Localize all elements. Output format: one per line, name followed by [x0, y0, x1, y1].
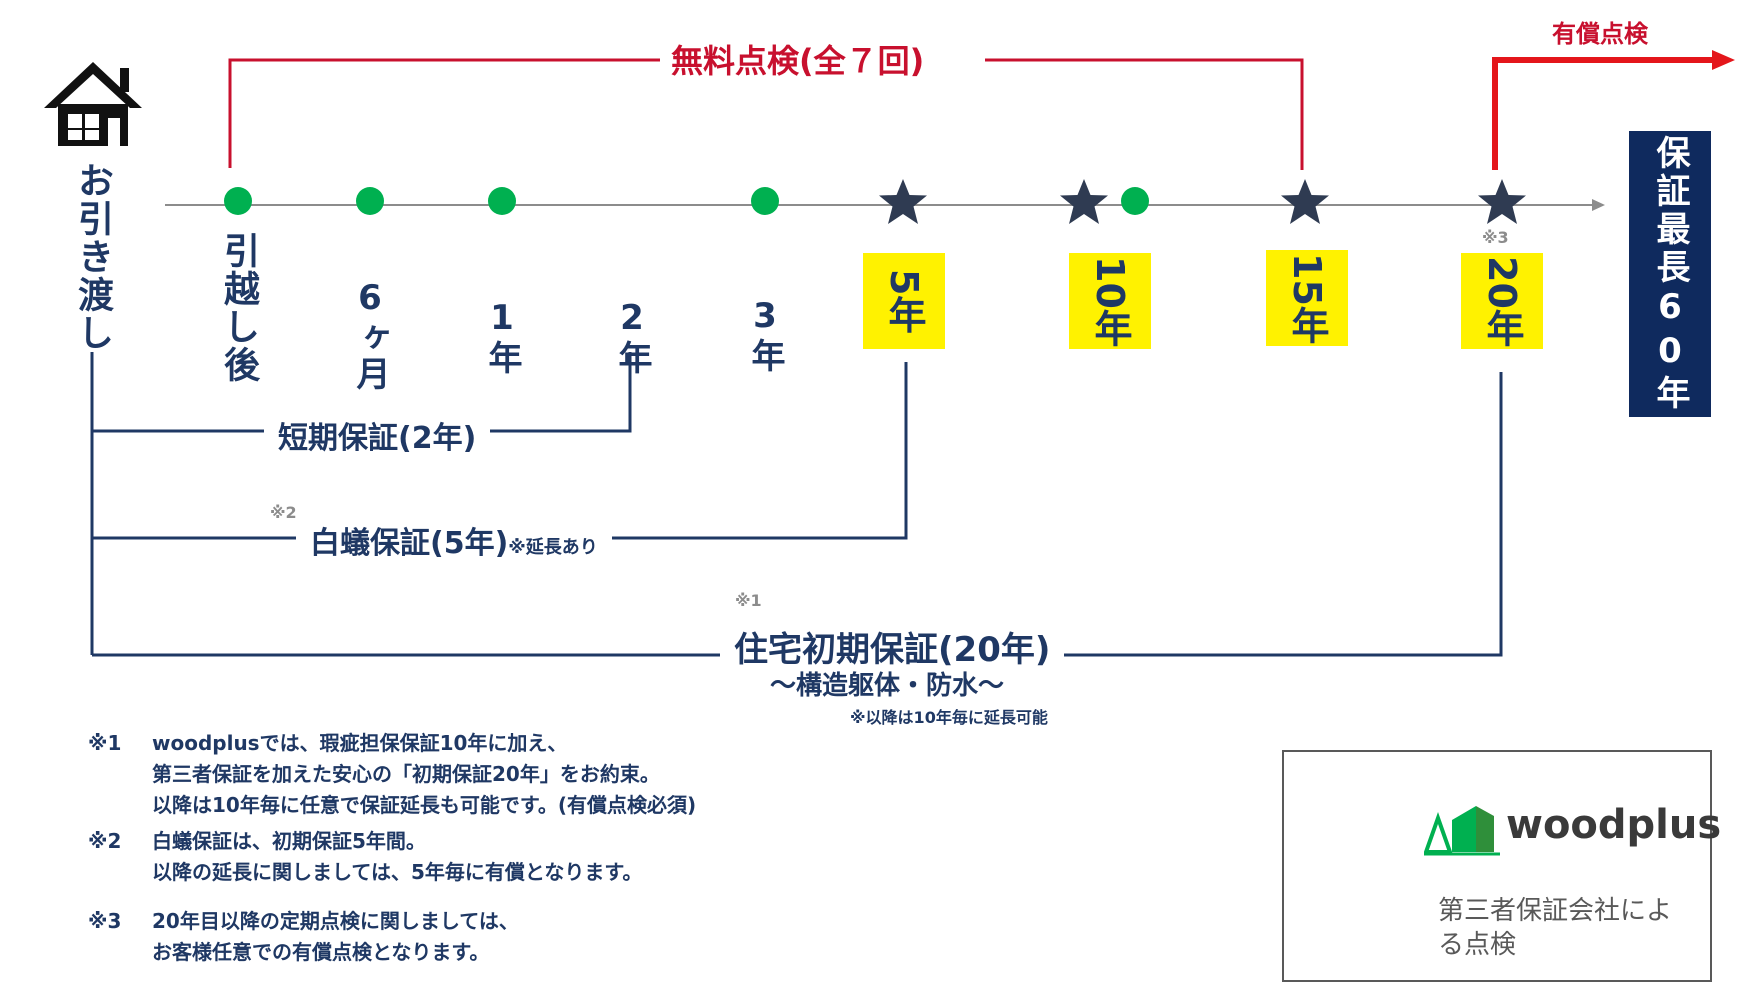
house-icon	[44, 62, 142, 146]
timeline-label-2year-text: 2年	[612, 298, 652, 376]
footnote-1-line-3: 以降は10年毎に任意で保証延長も可能です。(有償点検必須)	[152, 793, 697, 817]
star-icon-20year	[1478, 179, 1526, 224]
initial-warranty-bracket	[92, 372, 1503, 657]
max-warranty-box: 保証最長60年	[1629, 131, 1711, 417]
initial-warranty-mark: ※1	[735, 591, 762, 610]
star-icon-15year	[1281, 179, 1329, 224]
year-box-15: 15年	[1266, 250, 1348, 346]
footnote-3-line-2: お客様任意での有償点検となります。	[152, 940, 490, 964]
footnote-1-line-1: woodplusでは、瑕疵担保保証10年に加え、	[152, 731, 568, 755]
legend-star-label: 第三者保証会社による点検	[1438, 896, 1673, 960]
paid-inspection-label: 有償点検	[1552, 20, 1648, 48]
footnote-2: ※2 白蟻保証は、初期保証5年間。 以降の延長に関しましては、5年毎に有償となり…	[88, 826, 642, 888]
footnote-2-mark: ※2	[88, 829, 122, 853]
year-box-5-text: 5年	[882, 268, 926, 334]
legend-box: woodplus 第三者保証会社による点検	[1282, 750, 1721, 982]
short-warranty-label: 短期保証(2年)	[264, 413, 491, 457]
year-box-15-text: 15年	[1285, 252, 1329, 344]
free-inspection-label: 無料点検(全７回)	[665, 36, 931, 82]
timeline-label-3year-text: 3年	[745, 296, 785, 374]
year-box-20-text: 20年	[1480, 255, 1524, 347]
footnote-1: ※1 woodplusでは、瑕疵担保保証10年に加え、 第三者保証を加えた安心の…	[88, 728, 696, 821]
inspection-dot-3year	[751, 187, 779, 215]
free-inspection-bracket	[228, 58, 660, 168]
footnote-1-line-2: 第三者保証を加えた安心の「初期保証20年」をお約束。	[152, 762, 660, 786]
year-box-10-text: 10年	[1088, 255, 1132, 347]
initial-warranty-label: 住宅初期保証(20年)	[720, 622, 1065, 671]
footnote-1-mark: ※1	[88, 731, 122, 755]
timeline-label-2year: 2年	[592, 260, 672, 384]
termite-warranty-bracket	[92, 362, 908, 540]
year-box-10: 10年	[1069, 253, 1151, 349]
woodplus-logo-icon	[1424, 806, 1500, 856]
paid-inspection-arrowhead	[1712, 50, 1735, 70]
footnote-3: ※3 20年目以降の定期点検に関しましては、 お客様任意での有償点検となります。	[88, 906, 519, 968]
timeline-label-6month-text: 6ヶ月	[350, 278, 390, 392]
termite-warranty-note: ※延長あり	[508, 537, 598, 558]
termite-warranty-title: 白蟻保証(5年)	[310, 526, 509, 561]
inspection-dot-10year	[1121, 187, 1149, 215]
year-box-20: 20年	[1461, 253, 1543, 349]
initial-warranty-sub: 〜構造躯体・防水〜	[770, 671, 1005, 701]
timeline-arrowhead	[1592, 199, 1605, 211]
star-20-note: ※3	[1482, 228, 1509, 247]
termite-warranty-label: 白蟻保証(5年)※延長あり	[296, 518, 612, 562]
timeline-label-1year-text: 1年	[482, 298, 522, 376]
max-warranty-label: 保証最長60年	[1650, 135, 1690, 413]
star-icon-10year	[1060, 179, 1108, 224]
legend-brand: woodplus	[1506, 802, 1722, 848]
inspection-dot-move-in	[224, 187, 252, 215]
footnote-3-line-1: 20年目以降の定期点検に関しましては、	[152, 909, 519, 933]
handover-label: お引き渡し	[72, 162, 113, 352]
timeline-label-3year: 3年	[725, 258, 805, 382]
year-box-5: 5年	[863, 253, 945, 349]
footnote-2-line-2: 以降の延長に関しましては、5年毎に有償となります。	[152, 860, 643, 884]
timeline-label-1year: 1年	[462, 260, 542, 384]
paid-inspection-arrow	[1492, 57, 1715, 170]
free-inspection-bracket-right	[985, 58, 1304, 170]
timeline-label-move-in: 引越し後	[218, 232, 259, 384]
footnote-3-mark: ※3	[88, 909, 122, 933]
footnote-2-line-1: 白蟻保証は、初期保証5年間。	[152, 829, 426, 853]
inspection-dot-6month	[356, 187, 384, 215]
termite-warranty-mark: ※2	[270, 503, 297, 522]
star-icon-5year	[879, 179, 927, 224]
timeline-label-6month: 6ヶ月	[330, 240, 410, 400]
initial-warranty-note: ※以降は10年毎に延長可能	[850, 708, 1048, 727]
inspection-dot-1year	[488, 187, 516, 215]
